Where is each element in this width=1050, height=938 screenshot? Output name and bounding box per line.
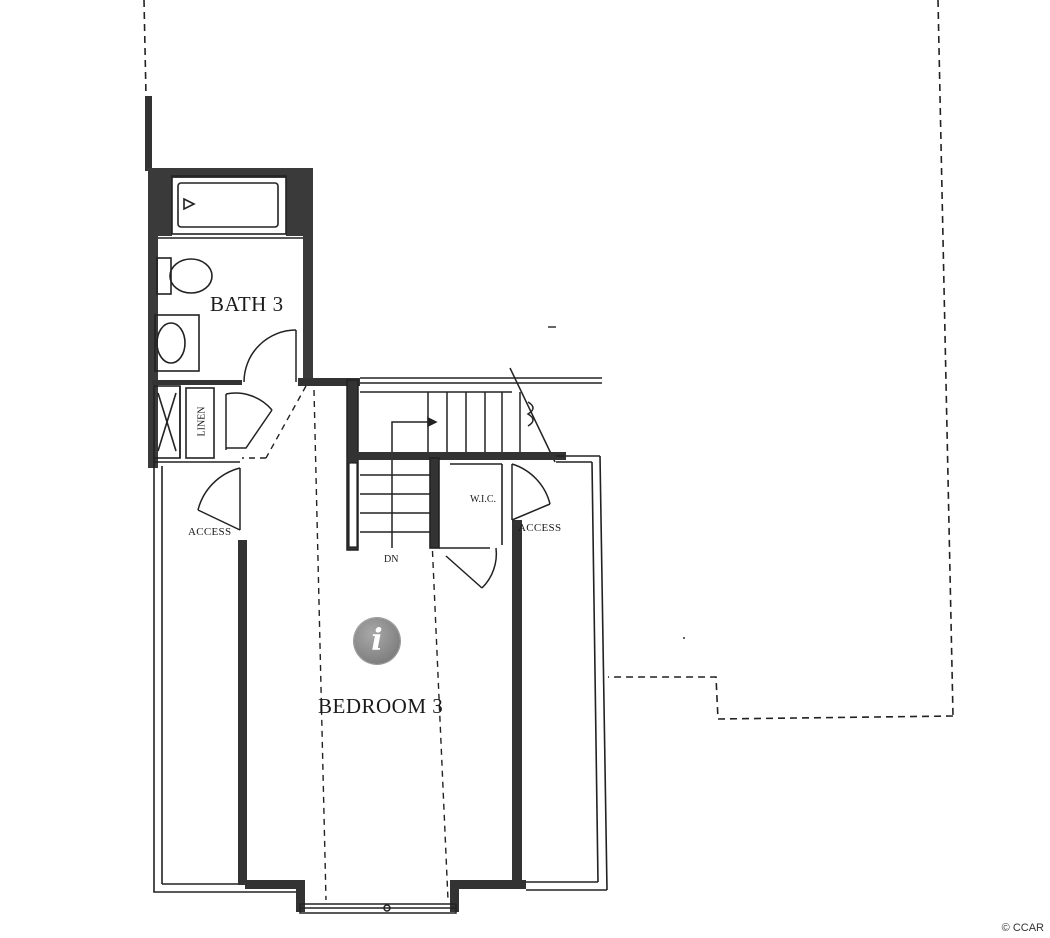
room-label-bath: BATH 3 bbox=[210, 292, 284, 316]
label-access-right: ACCESS bbox=[518, 522, 562, 534]
room-label-linen: LINEN bbox=[196, 406, 208, 437]
walk-in-closet bbox=[429, 457, 503, 549]
window bbox=[299, 903, 457, 914]
bath-walls bbox=[148, 168, 313, 468]
stair bbox=[346, 367, 602, 551]
linen-closet bbox=[153, 385, 215, 459]
bedroom-walls bbox=[245, 520, 526, 912]
info-icon[interactable]: i bbox=[354, 618, 400, 664]
info-icon-glyph: i bbox=[371, 623, 383, 658]
room-label-bedroom: BEDROOM 3 bbox=[318, 694, 444, 718]
vanity bbox=[154, 314, 200, 372]
bathtub bbox=[171, 175, 287, 235]
dashed-outline bbox=[143, 0, 954, 720]
copyright-text: © CCAR bbox=[1001, 922, 1044, 934]
wall-stub bbox=[145, 96, 152, 171]
toilet bbox=[156, 257, 213, 295]
label-access-left: ACCESS bbox=[188, 526, 232, 538]
bath-door bbox=[243, 329, 297, 383]
label-stairs-down: DN bbox=[384, 554, 399, 565]
room-label-wic: W.I.C. bbox=[470, 494, 497, 505]
right-access-area bbox=[526, 455, 608, 891]
